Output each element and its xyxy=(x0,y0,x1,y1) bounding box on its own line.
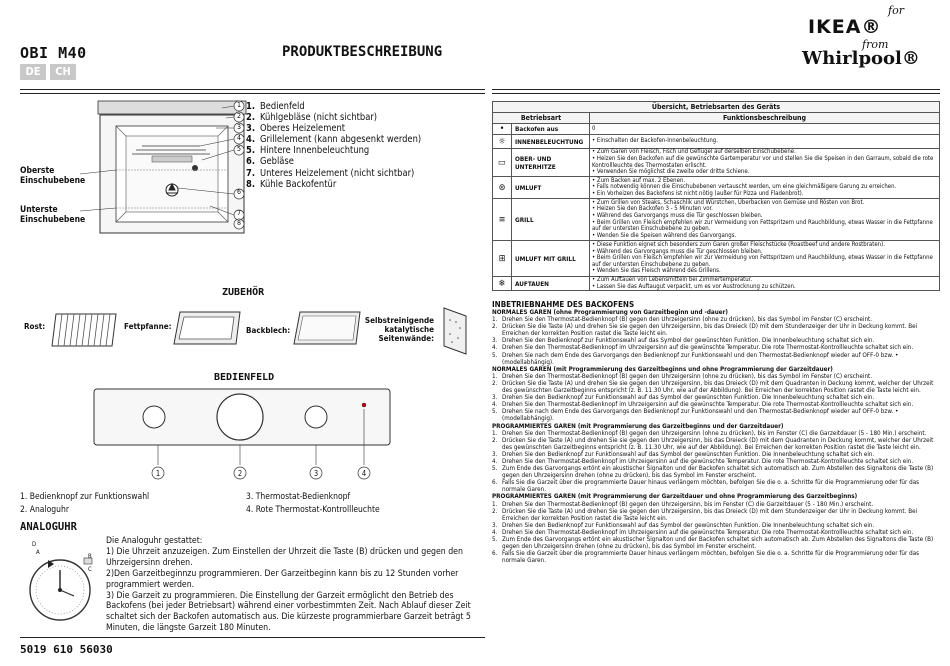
oven-diagram xyxy=(79,100,247,234)
dial-label-c: C xyxy=(88,566,92,573)
block-title: NORMALES GAREN (ohne Programmierung von … xyxy=(492,309,728,316)
fan-grill-icon: ⊞ xyxy=(492,240,512,277)
oven-callouts: 1 2 3 4 5 6 7 8 xyxy=(20,98,248,238)
analog-item-2: 2)Den Garzeitbeginnzu programmieren. Der… xyxy=(106,568,459,590)
col-header-desc: Funktionsbeschreibung xyxy=(589,112,940,124)
part-item: 2.Kühlgebläse (nicht sichtbar) xyxy=(246,112,378,124)
table-row: ⊛ UMLUFT Zum Backen auf max. 2 Ebenen.Fa… xyxy=(492,176,940,199)
block-title: NORMALES GAREN (mit Programmierung des G… xyxy=(492,365,833,373)
panel-legend-1: 1. Bedienknopf zur Funktionswahl xyxy=(20,492,150,502)
part-item: 3.Oberes Heizelement xyxy=(246,123,346,135)
brand-from: from xyxy=(862,38,889,51)
callout-2: 2 xyxy=(236,112,241,120)
parts-list: 1.Bedienfeld 2.Kühlgebläse (nicht sichtb… xyxy=(246,101,421,190)
table-row: ≡ GRILL Zum Grillen von Steaks, Schaschl… xyxy=(492,198,940,241)
part-item: 5.Hintere Innenbeleuchtung xyxy=(246,145,370,157)
divider xyxy=(20,637,485,638)
control-panel-diagram xyxy=(93,388,391,480)
block-title: PROGRAMMIERTES GAREN (mit Programmierung… xyxy=(492,422,784,430)
footer-code: 5019 610 56030 xyxy=(20,643,113,656)
side-panel-image xyxy=(443,307,467,355)
analog-clock-text: Die Analoguhr gestattet: 1) Die Uhrzeit … xyxy=(106,536,486,634)
panel-legend-2: 2. Analoguhr xyxy=(20,505,69,515)
rack-image xyxy=(51,313,117,347)
table-row: ⊞ UMLUFT MIT GRILL Diese Funktion eignet… xyxy=(492,240,940,277)
divider xyxy=(20,89,485,90)
divider xyxy=(492,89,940,90)
part-item: 4.Grillelement (kann abgesenkt werden) xyxy=(246,134,422,146)
drip-pan-image xyxy=(173,311,241,345)
dial-label-b: B xyxy=(88,553,92,560)
part-item: 7.Unteres Heizelement (nicht sichtbar) xyxy=(246,167,415,179)
panel-callout-3: 3 xyxy=(313,469,319,478)
label-top-shelf: Oberste Einschubebene xyxy=(20,166,86,186)
operating-modes-table: Übersicht, Betriebsarten des Geräts Betr… xyxy=(492,101,940,292)
analog-intro: Die Analoguhr gestattet: xyxy=(106,536,203,546)
grill-icon: ≡ xyxy=(492,198,512,241)
callout-1: 1 xyxy=(236,101,241,109)
panel-callout-1: 1 xyxy=(155,469,161,478)
label-rost: Rost: xyxy=(24,322,46,331)
table-row: ▭ OBER- UND UNTERHITZE Zum Garen von Fle… xyxy=(492,148,940,177)
callout-4: 4 xyxy=(236,134,241,142)
callout-3: 3 xyxy=(236,123,241,131)
col-header-mode: Betriebsart xyxy=(492,112,590,124)
panel-legend-3: 3. Thermostat-Bedienknopf xyxy=(246,492,351,502)
accessories-heading: ZUBEHÖR xyxy=(222,287,265,298)
label-fettpfanne: Fettpfanne: xyxy=(124,322,172,331)
panel-callout-4: 4 xyxy=(361,469,367,478)
lang-badge-de: DE xyxy=(20,64,46,80)
panel-legend-4: 4. Rote Thermostat-Kontrollleuchte xyxy=(246,505,380,515)
document-title: PRODUKTBESCHREIBUNG xyxy=(282,44,443,60)
brand-whirlpool-logo: Whirlpool® xyxy=(802,48,920,69)
instructions: INBETRIEBNAHME DES BACKOFENS NORMALES GA… xyxy=(492,300,940,564)
callout-8: 8 xyxy=(236,219,241,227)
panel-callout-2: 2 xyxy=(237,469,243,478)
defrost-icon: ❄ xyxy=(492,275,512,292)
analog-item-1: 1) Die Uhrzeit anzuzeigen. Zum Einstelle… xyxy=(106,546,463,568)
control-panel-heading: BEDIENFELD xyxy=(214,372,275,383)
analog-clock-diagram xyxy=(29,557,93,621)
part-item: 6.Gebläse xyxy=(246,156,294,168)
top-bottom-heat-icon: ▭ xyxy=(492,148,512,177)
label-bottom-shelf: Unterste Einschubebene xyxy=(20,205,86,225)
fan-icon: ⊛ xyxy=(492,176,512,199)
instructions-heading: INBETRIEBNAHME DES BACKOFENS xyxy=(492,300,635,309)
model-name: OBI M40 xyxy=(20,44,87,62)
part-item: 8.Kühle Backofentür xyxy=(246,178,337,190)
table-row: ☼ INNENBELEUCHTUNG Einschalten der Backo… xyxy=(492,134,940,149)
block-title: PROGRAMMIERTES GAREN (mit Programmierung… xyxy=(492,493,858,501)
analog-item-3: 3) Die Garzeit zu programmieren. Die Ein… xyxy=(106,590,471,634)
part-item: 1.Bedienfeld xyxy=(246,101,305,112)
analog-clock-heading: ANALOGUHR xyxy=(20,521,77,533)
callout-5: 5 xyxy=(236,145,241,153)
callout-7: 7 xyxy=(236,209,241,217)
light-icon: ☼ xyxy=(492,134,512,149)
lang-badge-ch: CH xyxy=(50,64,76,80)
dial-label-a: A xyxy=(36,549,40,556)
label-backblech: Backblech: xyxy=(246,326,291,335)
off-icon: • xyxy=(492,123,512,135)
brand-for: for xyxy=(888,4,904,17)
callout-6: 6 xyxy=(236,188,241,196)
table-row: ❄ AUFTAUEN Zum Auftauen von Lebensmittel… xyxy=(492,275,940,292)
baking-tray-image xyxy=(293,311,361,345)
dial-label-d: D xyxy=(32,541,37,548)
divider xyxy=(20,93,485,94)
divider xyxy=(492,93,940,94)
table-row: • Backofen aus 0 xyxy=(492,123,940,135)
brand-ikea-logo: IKEA® xyxy=(808,16,882,38)
label-side-panels: Selbstreinigende katalytische Seitenwänd… xyxy=(364,316,434,343)
table-title: Übersicht, Betriebsarten des Geräts xyxy=(492,101,940,113)
